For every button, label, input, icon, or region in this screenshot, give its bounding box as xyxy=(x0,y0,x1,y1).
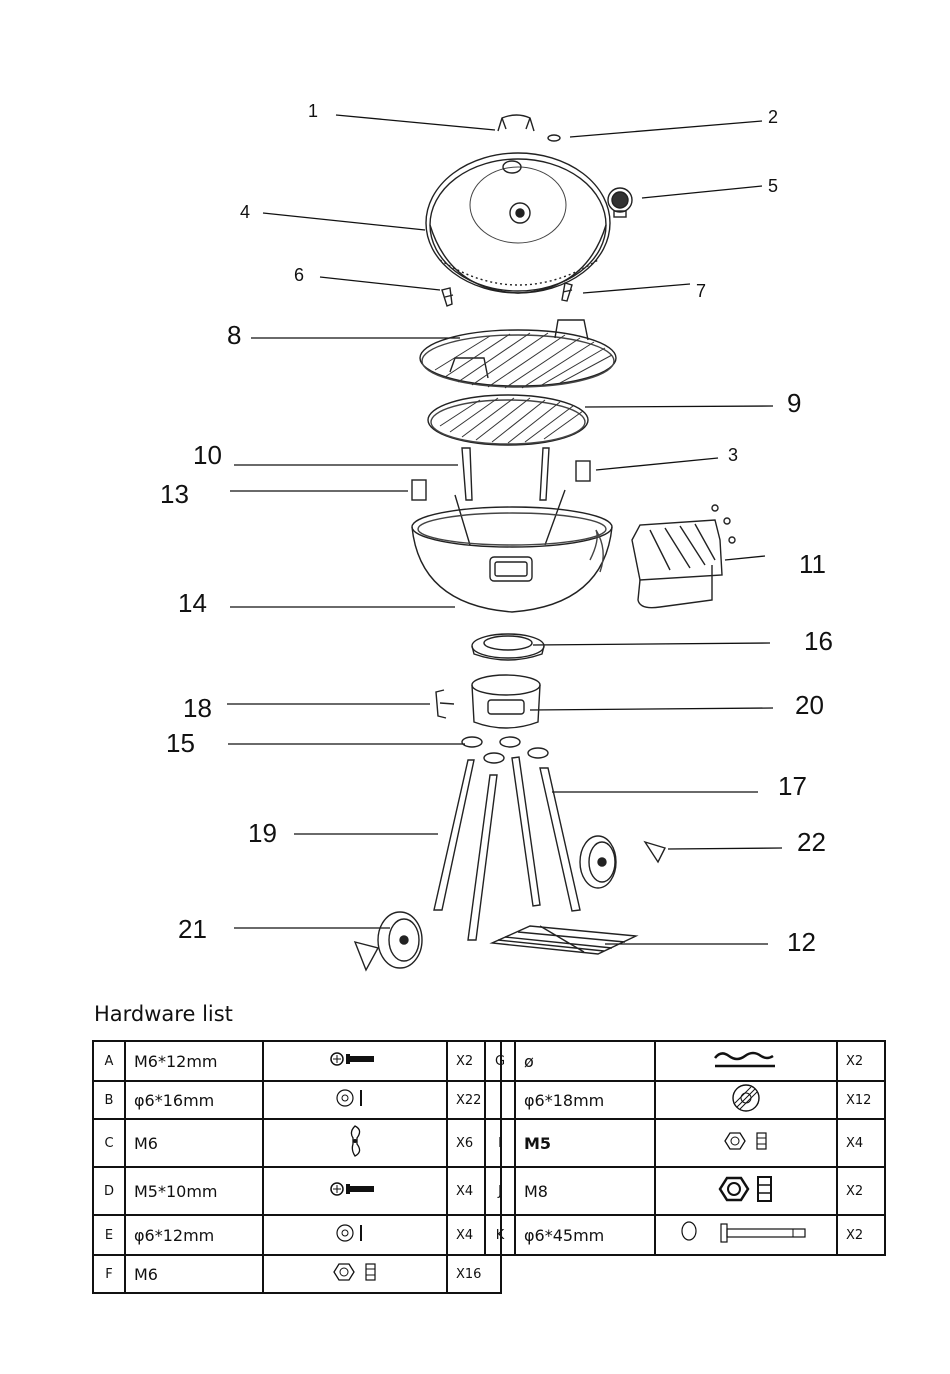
lid-clip-left xyxy=(442,288,453,306)
part-letter: F xyxy=(93,1255,125,1293)
callout-20: 20 xyxy=(795,692,824,718)
pin-icon xyxy=(655,1215,837,1255)
part-spec: M5 xyxy=(515,1119,655,1167)
part-spec: ø xyxy=(515,1041,655,1081)
clip-icon xyxy=(655,1041,837,1081)
table-row: I M5 X4 xyxy=(485,1119,885,1167)
bracket-3 xyxy=(576,461,590,481)
callout-7: 7 xyxy=(696,282,706,300)
part-qty: X16 xyxy=(447,1255,501,1293)
lid-handle xyxy=(498,115,534,131)
callout-2: 2 xyxy=(768,108,778,126)
lid-clip-right xyxy=(562,283,572,301)
legs xyxy=(434,757,580,940)
part-qty: X4 xyxy=(837,1119,885,1167)
hex-nut-icon xyxy=(655,1167,837,1215)
callout-18: 18 xyxy=(183,695,212,721)
lock-washer-icon xyxy=(655,1081,837,1119)
table-row: B φ6*16mm X22 xyxy=(93,1081,501,1119)
part-letter: G xyxy=(485,1041,515,1081)
ash-catcher xyxy=(472,675,540,728)
wheel-right xyxy=(580,836,665,888)
callout-8: 8 xyxy=(227,322,241,348)
callout-5: 5 xyxy=(768,177,778,195)
callout-12: 12 xyxy=(787,929,816,955)
part-letter: E xyxy=(93,1215,125,1255)
callout-10: 10 xyxy=(193,442,222,468)
washer-icon xyxy=(263,1215,447,1255)
part-spec: M8 xyxy=(515,1167,655,1215)
part-spec: φ6*45mm xyxy=(515,1215,655,1255)
callout-19: 19 xyxy=(248,820,277,846)
hardware-table-left: A M6*12mm X2 B φ6*16mm X22 C M6 X6 D M5*… xyxy=(92,1040,502,1294)
table-row: E φ6*12mm X4 xyxy=(93,1215,501,1255)
table-row: φ6*18mm X12 xyxy=(485,1081,885,1119)
part-spec: M6 xyxy=(125,1119,263,1167)
part-letter: K xyxy=(485,1215,515,1255)
callout-17: 17 xyxy=(778,773,807,799)
part-spec: φ6*18mm xyxy=(515,1081,655,1119)
callout-9: 9 xyxy=(787,390,801,416)
part-letter: I xyxy=(485,1119,515,1167)
part-letter: J xyxy=(485,1167,515,1215)
hex-nut-icon xyxy=(263,1255,447,1293)
lid xyxy=(426,153,610,293)
cooking-grate xyxy=(420,320,616,388)
hardware-table-right: G ø X2 φ6*18mm X12 I M5 X4 J M8 X2 K φ6*… xyxy=(484,1040,886,1256)
callout-11: 11 xyxy=(799,551,826,577)
table-row: A M6*12mm X2 xyxy=(93,1041,501,1081)
table-row: K φ6*45mm X2 xyxy=(485,1215,885,1255)
callout-15: 15 xyxy=(166,730,195,756)
part-qty: X12 xyxy=(837,1081,885,1119)
part-qty: X2 xyxy=(837,1167,885,1215)
kettle-bowl xyxy=(412,507,612,612)
charcoal-grate xyxy=(428,395,588,445)
bracket-13 xyxy=(412,480,426,500)
bolt-icon xyxy=(263,1167,447,1215)
part-qty: X2 xyxy=(837,1041,885,1081)
part-spec: M5*10mm xyxy=(125,1167,263,1215)
washer-icon xyxy=(263,1081,447,1119)
callout-1: 1 xyxy=(308,102,318,120)
callout-3: 3 xyxy=(728,446,738,464)
bracket-10b xyxy=(540,448,549,500)
bottom-rack xyxy=(492,926,636,954)
table-row: F M6 X16 xyxy=(93,1255,501,1293)
callout-14: 14 xyxy=(178,590,207,616)
part-qty: X2 xyxy=(837,1215,885,1255)
table-row: G ø X2 xyxy=(485,1041,885,1081)
leg-sockets xyxy=(462,737,548,763)
bolt-icon xyxy=(263,1041,447,1081)
table-row: C M6 X6 xyxy=(93,1119,501,1167)
part-spec: M6 xyxy=(125,1255,263,1293)
hardware-list-title: Hardware list xyxy=(94,1002,233,1026)
part-letter: A xyxy=(93,1041,125,1081)
part-letter: C xyxy=(93,1119,125,1167)
wheel-left xyxy=(355,912,422,970)
vent xyxy=(608,188,632,217)
part-letter: B xyxy=(93,1081,125,1119)
roast-rack xyxy=(632,505,735,608)
callout-21: 21 xyxy=(178,916,207,942)
hex-nut-icon xyxy=(655,1119,837,1167)
ash-ring xyxy=(472,634,544,660)
table-row: D M5*10mm X4 xyxy=(93,1167,501,1215)
part-spec: φ6*12mm xyxy=(125,1215,263,1255)
part-letter: D xyxy=(93,1167,125,1215)
table-row: J M8 X2 xyxy=(485,1167,885,1215)
wing-nut-icon xyxy=(263,1119,447,1167)
callout-16: 16 xyxy=(804,628,833,654)
part-letter xyxy=(485,1081,515,1119)
part-spec: M6*12mm xyxy=(125,1041,263,1081)
callout-22: 22 xyxy=(797,829,826,855)
callout-6: 6 xyxy=(294,266,304,284)
part-spec: φ6*16mm xyxy=(125,1081,263,1119)
callout-13: 13 xyxy=(160,481,189,507)
handle-ring xyxy=(548,135,560,141)
callout-4: 4 xyxy=(240,203,250,221)
bracket-10a xyxy=(462,448,472,500)
ash-handle xyxy=(436,690,454,718)
